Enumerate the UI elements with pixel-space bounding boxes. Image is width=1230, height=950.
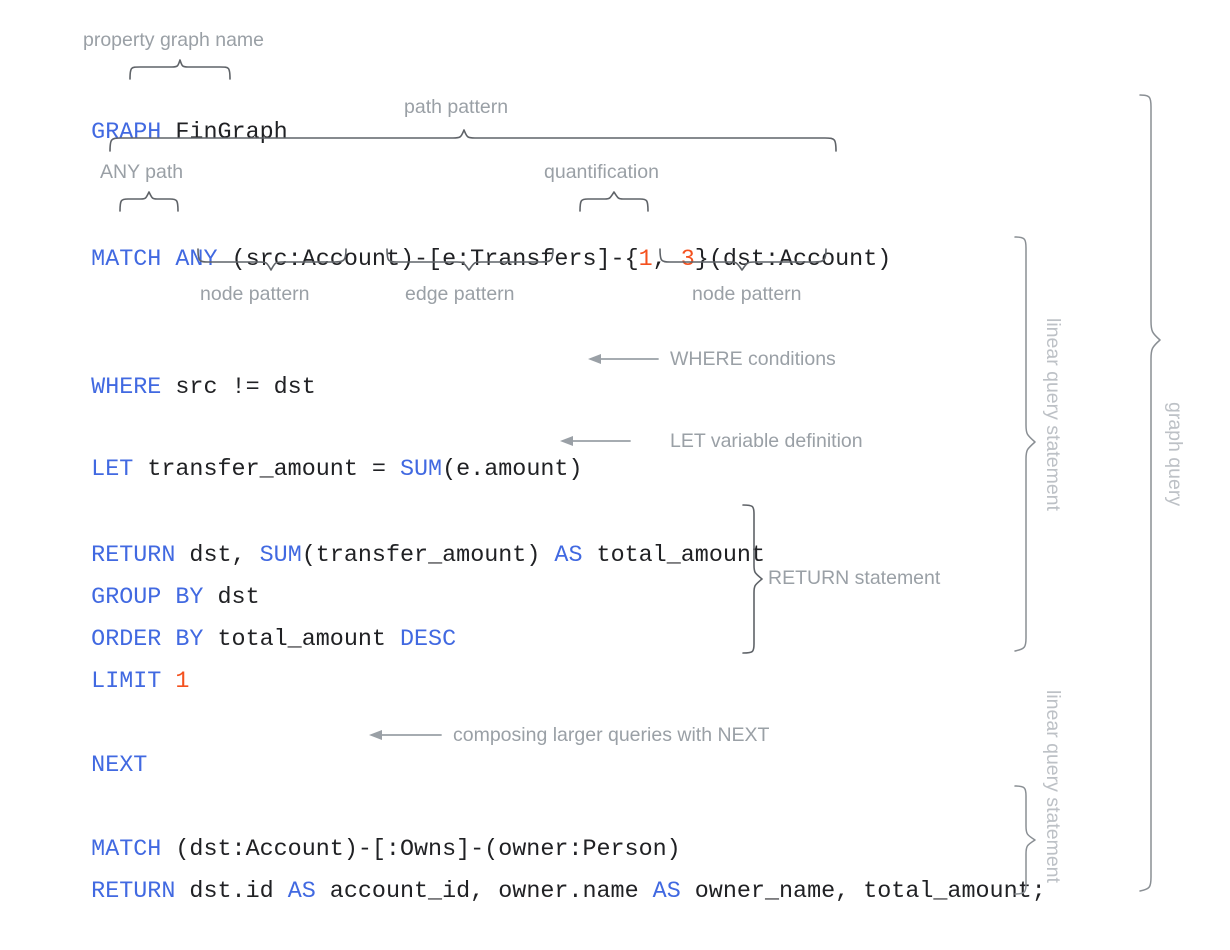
code-line-next: NEXT — [35, 721, 147, 811]
brace-edge-pattern — [386, 248, 554, 271]
code-line-graph: GRAPH FinGraph — [35, 88, 288, 178]
token-keyword: WHERE — [91, 375, 162, 401]
code-line-let: LET transfer_amount = SUM(e.amount) — [35, 425, 582, 515]
annotation-any-path: ANY path — [100, 161, 184, 183]
token-plain: (dst:Account)-[:Owns]-(owner:Person) — [161, 837, 681, 863]
token-plain — [161, 669, 175, 695]
arrow-left-next — [369, 730, 442, 740]
arrow-left-where — [588, 354, 659, 364]
token-function: SUM — [399, 457, 443, 483]
annotation-let-variable-definition: LET variable definition — [670, 430, 863, 452]
token-plain: transfer_amount = — [133, 457, 400, 483]
token-plain: , — [652, 247, 681, 273]
token-plain: src != dst — [161, 375, 316, 401]
token-plain: (transfer_amount) — [301, 543, 555, 569]
token-keyword: MATCH ANY — [91, 247, 218, 273]
token-keyword: LET — [91, 457, 134, 483]
annotation-edge-pattern: edge pattern — [405, 283, 515, 305]
token-plain: (src:Account)-[e:Transfers]-{ — [217, 247, 639, 273]
token-keyword: AS — [652, 879, 681, 905]
annotation-property-graph-name: property graph name — [83, 29, 265, 51]
brace-graph-query — [1139, 94, 1161, 892]
annotation-composing-with-next: composing larger queries with NEXT — [453, 724, 770, 746]
brace-property-graph-name — [129, 59, 231, 80]
token-literal: 3 — [680, 247, 695, 273]
brace-linear-query-statement-1 — [1014, 236, 1036, 652]
brace-node-pattern-left — [197, 248, 347, 271]
token-plain: (e.amount) — [442, 457, 583, 483]
token-keyword: GROUP BY — [91, 585, 204, 611]
token-plain: total_amount — [203, 627, 400, 653]
token-literal: 1 — [175, 669, 190, 695]
token-plain: total_amount — [582, 543, 765, 569]
token-plain: dst — [203, 585, 260, 611]
token-keyword: LIMIT — [91, 669, 162, 695]
token-plain: account_id, owner.name — [315, 879, 653, 905]
token-keyword: RETURN — [91, 879, 176, 905]
annotation-quantification: quantification — [544, 161, 659, 183]
token-plain: FinGraph — [161, 120, 288, 146]
brace-any-path — [119, 191, 179, 212]
code-line-return-2: RETURN dst.id AS account_id, owner.name … — [35, 847, 1046, 937]
annotation-graph-query: graph query — [1164, 402, 1186, 507]
code-line-group-by: GROUP BY dst — [35, 553, 260, 643]
brace-node-pattern-right — [659, 248, 827, 271]
token-plain: dst, — [175, 543, 260, 569]
code-line-return-1: RETURN dst, SUM(transfer_amount) AS tota… — [35, 511, 765, 601]
annotation-return-statement: RETURN statement — [768, 567, 941, 589]
token-literal: 1 — [638, 247, 653, 273]
brace-path-pattern — [109, 129, 837, 152]
brace-linear-query-statement-2 — [1014, 785, 1036, 895]
code-line-match: MATCH ANY (src:Account)-[e:Transfers]-{1… — [35, 215, 891, 305]
code-line-order-by: ORDER BY total_amount DESC — [35, 595, 456, 685]
brace-return-statement — [742, 504, 763, 654]
token-plain: }(dst:Account) — [694, 247, 892, 273]
annotation-linear-query-statement-2: linear query statement — [1042, 690, 1064, 883]
annotation-node-pattern-left: node pattern — [200, 283, 310, 305]
token-keyword: NEXT — [91, 753, 148, 779]
annotation-node-pattern-right: node pattern — [692, 283, 802, 305]
brace-quantification — [579, 191, 649, 212]
token-plain: owner_name, total_amount; — [680, 879, 1046, 905]
token-keyword: MATCH — [91, 837, 162, 863]
token-plain: dst.id — [175, 879, 288, 905]
annotation-where-conditions: WHERE conditions — [670, 348, 836, 370]
token-keyword: DESC — [399, 627, 457, 653]
annotation-path-pattern: path pattern — [404, 96, 509, 118]
code-line-limit: LIMIT 1 — [35, 637, 189, 727]
arrow-left-let — [560, 436, 631, 446]
token-keyword: GRAPH — [91, 120, 162, 146]
token-keyword: RETURN — [91, 543, 176, 569]
token-keyword: AS — [287, 879, 316, 905]
token-keyword: ORDER BY — [91, 627, 204, 653]
annotation-linear-query-statement-1: linear query statement — [1042, 318, 1064, 511]
code-line-match-2: MATCH (dst:Account)-[:Owns]-(owner:Perso… — [35, 805, 681, 895]
code-line-where: WHERE src != dst — [35, 343, 316, 433]
token-function: SUM — [259, 543, 302, 569]
token-keyword: AS — [554, 543, 583, 569]
